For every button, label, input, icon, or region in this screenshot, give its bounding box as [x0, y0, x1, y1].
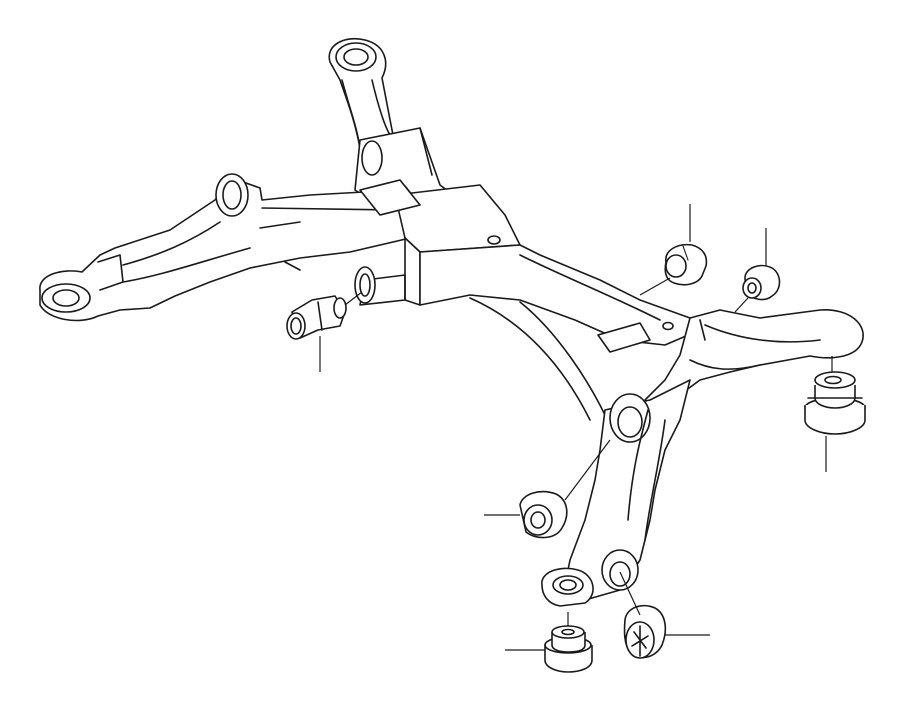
bushing-front-left	[286, 291, 363, 372]
bushing-center-lower	[484, 439, 611, 539]
bushing-large-right-mount	[804, 356, 866, 472]
bushing-bottom-left	[505, 612, 593, 673]
rear-subframe	[39, 38, 864, 607]
bushing-center-right-upper	[639, 204, 708, 296]
left-arm	[39, 173, 411, 322]
lower-right-arm	[541, 379, 691, 607]
bushing-bottom-right	[619, 571, 710, 659]
rear-curved-beam	[469, 297, 613, 431]
center-crossmember	[354, 179, 701, 353]
upper-left-tower	[328, 38, 394, 151]
bushing-small-right	[734, 228, 781, 313]
